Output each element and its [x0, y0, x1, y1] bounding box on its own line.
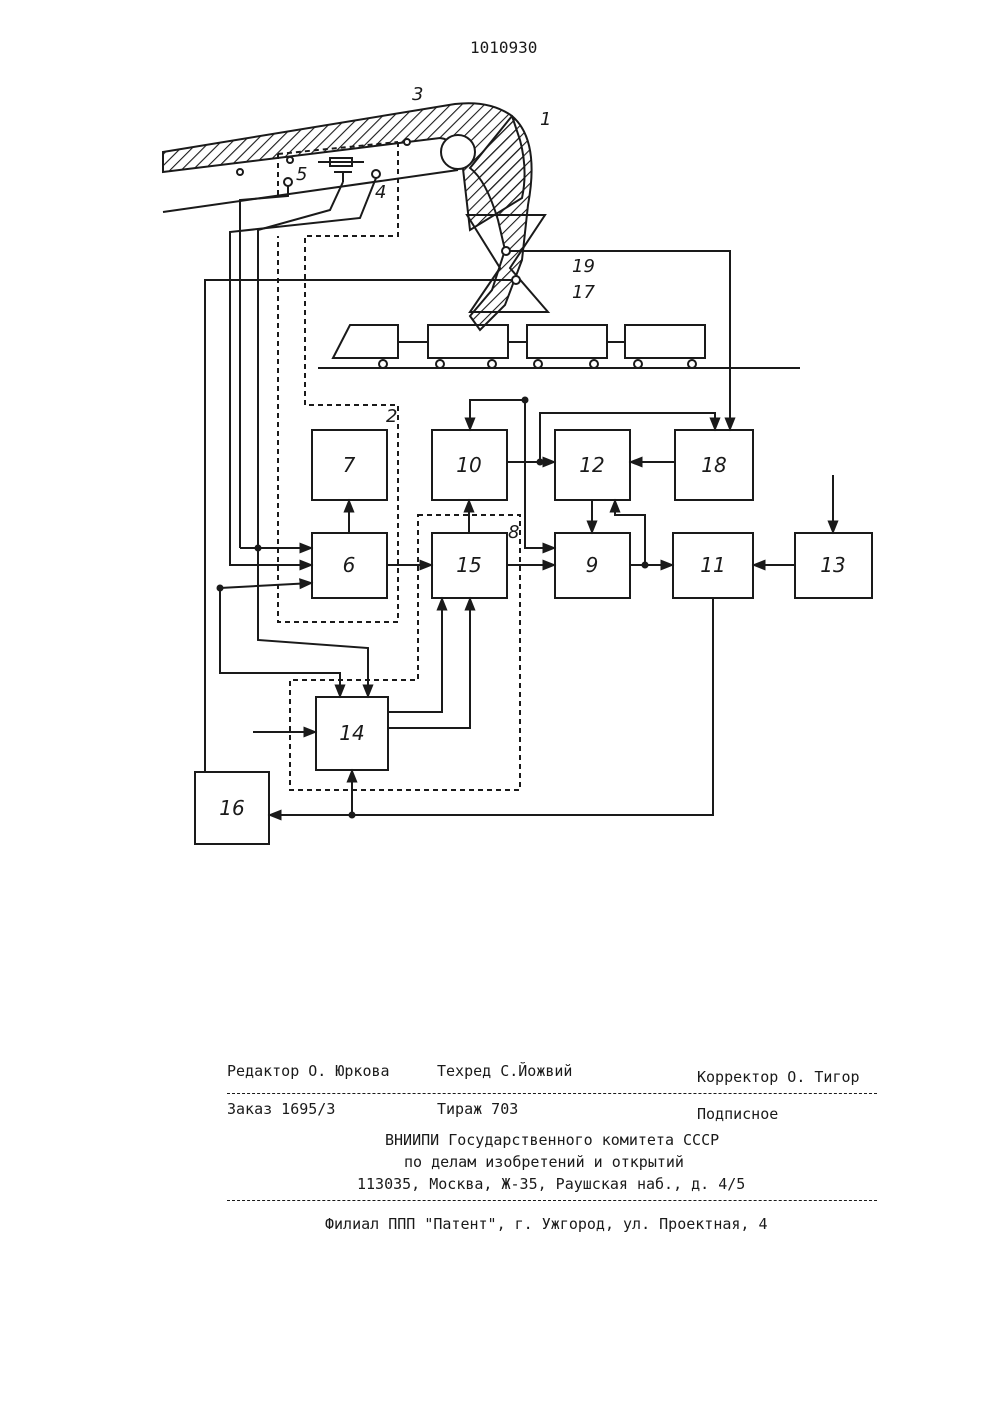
subscription: Подписное [697, 1105, 778, 1123]
block-16-label: 16 [219, 796, 244, 820]
block-9-label: 9 [586, 553, 599, 577]
org-line-1: ВНИИПИ Государственного комитета СССР [385, 1131, 719, 1149]
org-line-3: 113035, Москва, Ж-35, Раушская наб., д. … [357, 1175, 745, 1193]
corrector: Корректор О. Тигор [697, 1068, 860, 1086]
branch: Филиал ППП "Патент", г. Ужгород, ул. Про… [325, 1215, 768, 1233]
conveyor-drum [441, 135, 475, 169]
divider-1 [227, 1093, 877, 1094]
org-line-2: по делам изобретений и открытий [404, 1153, 684, 1171]
wagon-1 [428, 325, 508, 358]
block-12-label: 12 [579, 453, 604, 477]
block-11-label: 11 [700, 553, 725, 577]
block-diagram: 3 1 5 4 19 17 2 8 7 10 12 18 6 15 9 11 1… [0, 0, 1000, 1000]
techred: Техред С.Йожвий [437, 1062, 572, 1080]
label-8: 8 [508, 522, 519, 543]
label-2: 2 [386, 406, 397, 427]
order: Заказ 1695/3 [227, 1100, 335, 1118]
block-10-label: 10 [456, 453, 481, 477]
editor: Редактор О. Юркова [227, 1062, 390, 1080]
label-3: 3 [412, 84, 423, 105]
label-1: 1 [540, 109, 551, 130]
block-18-label: 18 [701, 453, 726, 477]
wagon-2 [527, 325, 607, 358]
block-15-label: 15 [456, 553, 481, 577]
divider-2 [227, 1200, 877, 1201]
circulation: Тираж 703 [437, 1100, 518, 1118]
block-13-label: 13 [820, 553, 845, 577]
label-19: 19 [572, 256, 595, 277]
block-14-label: 14 [339, 721, 364, 745]
block-6-label: 6 [343, 553, 356, 577]
label-5: 5 [296, 164, 307, 185]
block-7-label: 7 [343, 453, 356, 477]
wagon-3 [625, 325, 705, 358]
label-17: 17 [572, 282, 595, 303]
label-4: 4 [375, 182, 386, 203]
locomotive [333, 325, 398, 358]
